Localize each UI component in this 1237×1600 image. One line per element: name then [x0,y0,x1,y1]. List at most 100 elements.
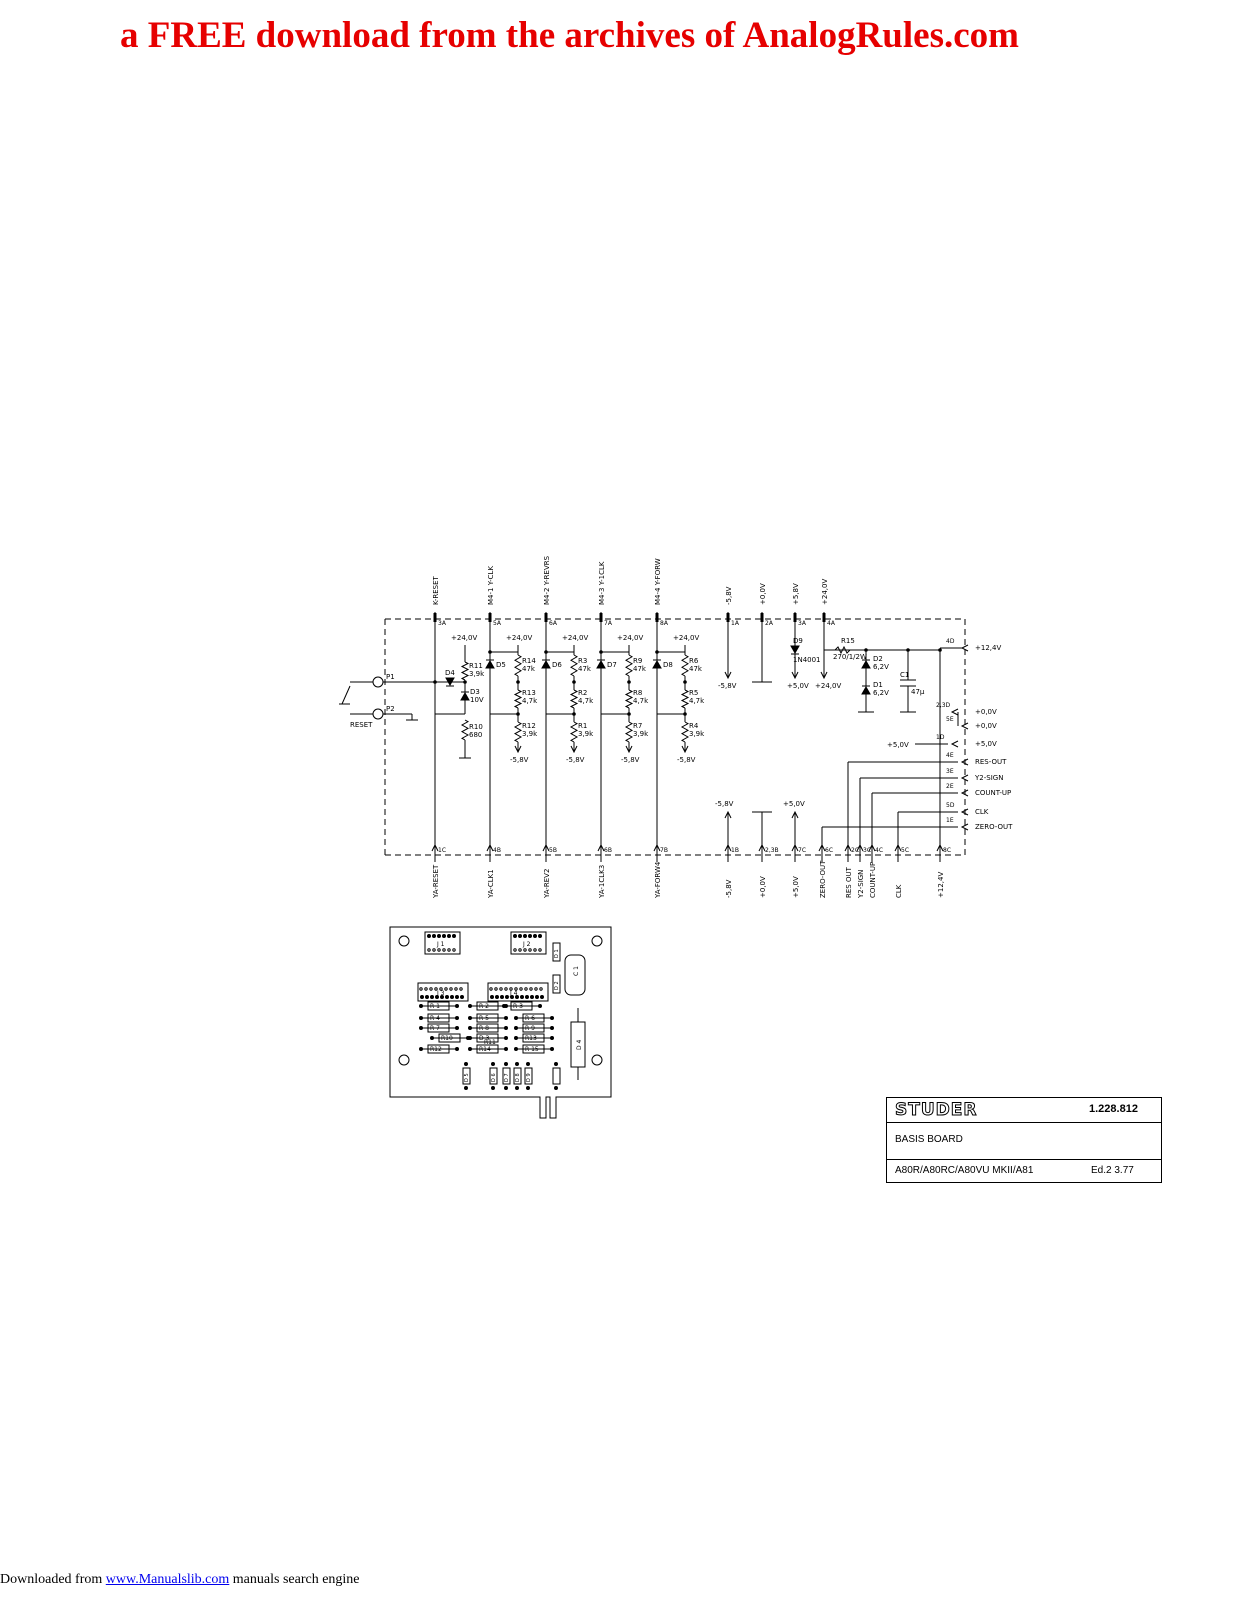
right-conn-arrow-7 [960,808,969,816]
bottom-pin-arrow-4 [653,843,661,852]
j3-pin-b-2 [430,995,434,999]
d9-value: 1N4001 [793,656,821,664]
j1-pin-bottom-2 [437,948,441,952]
pcb-resistor-label-14: R 15 [525,1046,539,1053]
pcb-resistor-label-2: R 3 [513,1003,523,1010]
ch5-rbot-arrow [681,745,689,754]
title-block: STUDER 1.228.812 BASIS BOARD A80R/A80RC/… [886,1097,1162,1183]
pcb-resistor-label-12: R12 [430,1046,442,1053]
ch4-rtop-label: R9 [633,657,642,665]
d3-label: D3 [470,688,480,696]
top-pin-label-5: 1A [731,620,740,627]
pcb-diode-pad-a-4 [526,1062,530,1066]
manualslib-link[interactable]: www.Manualslib.com [105,1572,230,1587]
j2-pin-top-1 [518,934,522,938]
bottom-pin-label-13: 8C [943,847,951,854]
ch2-rtop-label: R14 [522,657,536,665]
pcb-hole-br [591,1054,603,1066]
pcb-diode-label-1: D 6 [491,1073,497,1082]
j3-connector [417,982,469,1002]
ch4-rtop [625,654,633,677]
pcb-pad-a-9 [430,1036,434,1040]
pcb-diode-pad-a-2 [504,1062,508,1066]
pcb-pad-a-4 [468,1016,472,1020]
bottom-pin-arrow-8 [818,843,826,852]
pcb-pad-a-5 [514,1016,518,1020]
bottom-pin-arrow-13 [936,843,944,852]
j4-pin-0 [489,987,493,991]
j2-pin-bottom-4 [533,948,537,952]
j3-pin-2 [429,987,433,991]
pcb-pad-a-7 [468,1026,472,1030]
p2-jack [372,708,384,720]
rail-58-arrow [791,671,799,680]
top-pin-mark-7 [793,613,797,622]
j4-pin-b-2 [500,995,504,999]
bottom-pin-label-10: 3C [863,847,871,854]
bottom-pin-arrow-0 [431,843,439,852]
bottom-signal-label-13: +12,4V [937,872,945,898]
top-pin-mark-0 [433,613,437,622]
j1-connector [424,931,461,955]
j4-pin-b-6 [520,995,524,999]
bottom-pin-arrow-10 [856,843,864,852]
ch2-rtop [514,654,522,677]
j4-pin-1 [494,987,498,991]
bottom-pin-arrow-2 [542,843,550,852]
r15-label: R15 [841,637,855,645]
pcb-hole-tl [398,935,410,947]
j4-pin-b-3 [505,995,509,999]
ch3-rtop-label: R3 [578,657,587,665]
ch3-diode-label: D6 [552,661,562,669]
c1-part [564,954,586,996]
top-pin-mark-3 [599,613,603,622]
r15-value: 270/1/2W [833,653,867,661]
j1-pin-top-2 [437,934,441,938]
footer: Downloaded from www.Manualslib.com manua… [0,1572,360,1588]
right-pin-8: 1E [946,817,954,824]
top-signal-label-5: -5,8V [725,586,733,605]
j2-pin-bottom-1 [518,948,522,952]
pcb-diode-label-3: D 8 [515,1073,521,1082]
j4-pin-2 [499,987,503,991]
pcb-resistor-label-7: R 8 [479,1025,489,1032]
j3-pin-b-3 [435,995,439,999]
p1-label: P1 [386,673,395,681]
ch2-rtop-value: 47k [522,665,536,673]
top-pin-label-1: 5A [493,620,502,627]
ch2-diode-label: D5 [496,661,506,669]
pcb-diode-pad-b-0 [464,1086,468,1090]
right-label-3: +5,0V [975,740,997,748]
pcb-pad-a-6 [419,1026,423,1030]
j3-pin-b-7 [455,995,459,999]
pcb-diode-pad-a-5 [554,1062,558,1066]
pcb-outline [389,926,612,1119]
j1-pin-top-5 [452,934,456,938]
j3-pin-b-1 [425,995,429,999]
low-50-arrow [791,810,799,819]
pcb-resistor-7 [476,1023,499,1033]
reset-switch-lever [341,685,351,705]
p1-jack [372,676,384,688]
bottom-pin-arrow-6 [758,843,766,852]
j3-pin-6 [449,987,453,991]
j3-pin-8 [459,987,463,991]
j3-pin-7 [454,987,458,991]
ch5-top-node [655,650,659,654]
pcb-pad-b-12 [455,1047,459,1051]
pcb-diode-pad-b-1 [491,1086,495,1090]
d2-part-label: D 2 [554,981,560,990]
ch2-rmid-label: R13 [522,689,536,697]
top-signal-label-7: +5,8V [792,583,800,605]
pcb-pad-b-7 [504,1026,508,1030]
bottom-pin-arrow-11 [868,843,876,852]
bottom-pin-label-1: 4B [493,847,501,854]
j3-pin-b-4 [440,995,444,999]
pcb-diode-2 [502,1067,511,1085]
low-minus58-label: -5,8V [715,800,734,808]
ch3-rmid-label: R2 [578,689,587,697]
ch5-supply-label: +24,0V [673,634,699,642]
j3-pin-b-8 [460,995,464,999]
pcb-pad-a-2 [502,1004,506,1008]
d2-zener [861,659,871,669]
